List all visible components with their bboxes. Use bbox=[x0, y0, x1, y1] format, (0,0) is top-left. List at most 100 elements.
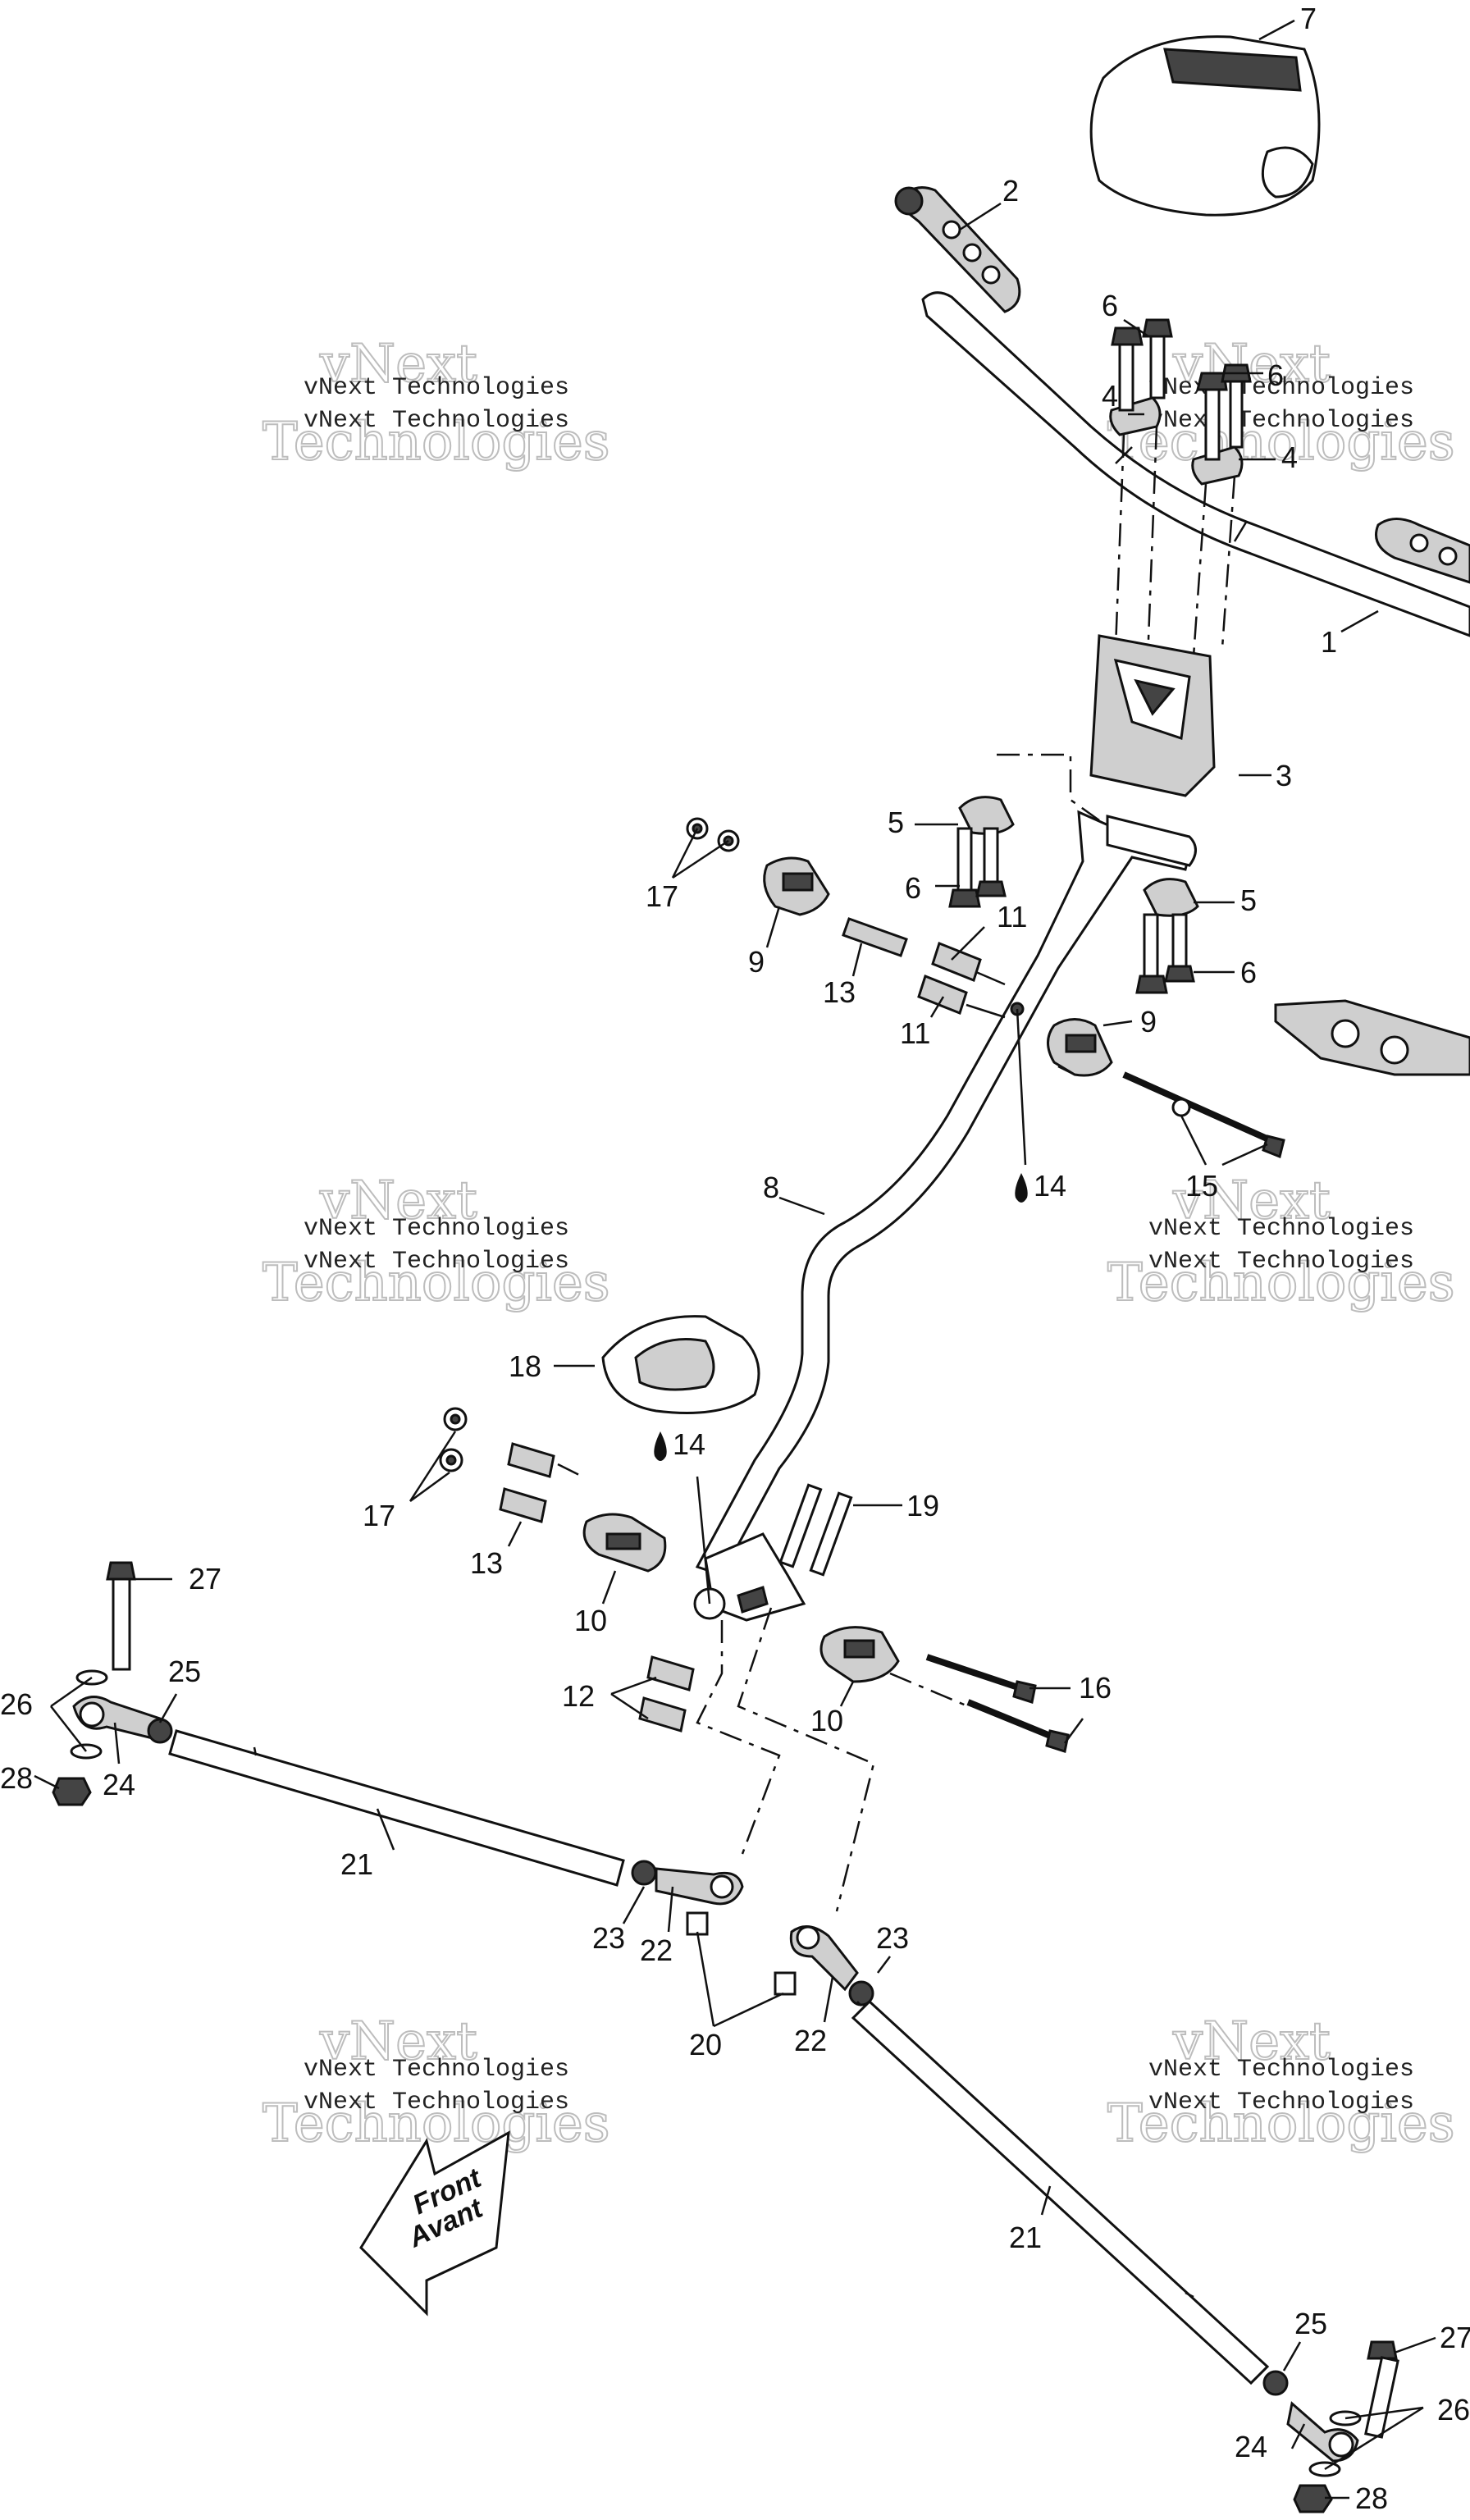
callout-24-right: 24 bbox=[1235, 2430, 1267, 2463]
callout-6-mid-right: 6 bbox=[1240, 956, 1257, 989]
callout-23-left: 23 bbox=[592, 1921, 625, 1955]
svg-text:vNext: vNext bbox=[319, 1171, 477, 1231]
callout-25-right: 25 bbox=[1294, 2307, 1327, 2340]
part-12-bushing-1 bbox=[646, 1655, 695, 1691]
callout-15: 15 bbox=[1185, 1169, 1218, 1203]
callout-4-right: 4 bbox=[1281, 441, 1298, 474]
svg-text:Technologies: Technologies bbox=[1107, 2093, 1455, 2154]
part-12-bushing-2 bbox=[638, 1696, 687, 1732]
callout-9-left: 9 bbox=[748, 945, 765, 979]
part-25-jam-nut-right bbox=[1262, 2370, 1289, 2396]
part-18-cover-plate bbox=[601, 1315, 760, 1414]
part-19-bolt-2 bbox=[809, 1491, 853, 1577]
callout-21-right: 21 bbox=[1009, 2221, 1042, 2254]
callout-6-top-right: 6 bbox=[1267, 358, 1284, 392]
callout-21-left: 21 bbox=[340, 1847, 373, 1881]
part-13-spacer-top bbox=[842, 917, 908, 957]
callout-14-lower: 14 bbox=[673, 1427, 705, 1461]
callout-8: 8 bbox=[763, 1171, 779, 1204]
callout-3: 3 bbox=[1276, 759, 1292, 792]
callout-12: 12 bbox=[562, 1679, 595, 1713]
part-20-spacer-1 bbox=[686, 1911, 709, 1936]
callout-23-right: 23 bbox=[876, 1921, 909, 1955]
part-19-bolt-1 bbox=[778, 1483, 823, 1568]
part-4-upper-clamp-right bbox=[1191, 372, 1244, 486]
part-24-tie-rod-end-left bbox=[72, 1696, 162, 1741]
svg-text:vNext Technologies: vNext Technologies bbox=[304, 1215, 569, 1243]
front-arrow-icon: Front Avant bbox=[359, 2130, 510, 2317]
svg-text:vNext Technologies: vNext Technologies bbox=[304, 1248, 569, 1276]
callout-26-right: 26 bbox=[1437, 2393, 1470, 2426]
part-16-bolt-1 bbox=[925, 1654, 1037, 1704]
part-10-clamp-left bbox=[582, 1513, 667, 1573]
watermark-mid-right: vNext Technologies vNext Technologies vN… bbox=[1107, 1170, 1456, 1314]
svg-text:Technologies: Technologies bbox=[262, 412, 610, 472]
svg-text:Technologies: Technologies bbox=[1107, 1253, 1455, 1313]
part-20-spacer-2 bbox=[774, 1971, 797, 1996]
callout-20: 20 bbox=[689, 2028, 722, 2061]
callout-4-left: 4 bbox=[1102, 379, 1118, 413]
callout-17-lower: 17 bbox=[363, 1499, 395, 1532]
callout-28-left: 28 bbox=[0, 1761, 33, 1795]
svg-text:Technologies: Technologies bbox=[262, 2093, 610, 2154]
svg-text:vNext Technologies: vNext Technologies bbox=[304, 407, 569, 435]
part-23-jam-nut-left-inner bbox=[631, 1860, 657, 1886]
callout-22-right: 22 bbox=[794, 2024, 827, 2057]
svg-text:Technologies: Technologies bbox=[262, 1253, 610, 1313]
svg-text:vNext Technologies: vNext Technologies bbox=[304, 374, 569, 402]
part-27-bolt-right bbox=[1364, 2340, 1399, 2439]
watermark-bottom-right: vNext Technologies vNext Technologies vN… bbox=[1107, 2011, 1456, 2155]
oil-drop-icon bbox=[1015, 1173, 1028, 1203]
part-5-lower-clamp-left bbox=[948, 796, 1015, 908]
part-28-nut-left bbox=[52, 1777, 92, 1806]
callout-6-mid-left: 6 bbox=[905, 871, 921, 905]
part-5-lower-clamp-right bbox=[1135, 878, 1199, 994]
svg-text:vNext Technologies: vNext Technologies bbox=[304, 2056, 569, 2084]
part-21-tie-rod-left bbox=[168, 1729, 625, 1887]
callout-11-bottom: 11 bbox=[900, 1016, 930, 1050]
part-4-upper-clamp-left bbox=[1109, 326, 1162, 436]
part-right-grip bbox=[1375, 518, 1470, 584]
watermark-top-left: vNext Technologies vNext Technologies vN… bbox=[262, 333, 611, 473]
watermark-mid-left: vNext Technologies vNext Technologies vN… bbox=[262, 1170, 611, 1314]
svg-text:vNext Technologies: vNext Technologies bbox=[1148, 2089, 1414, 2116]
part-1-handlebar bbox=[921, 291, 1470, 637]
part-3-riser-block bbox=[1089, 634, 1216, 797]
callout-2: 2 bbox=[1002, 174, 1019, 208]
watermark-top-right: vNext Technologies vNext Technologies vN… bbox=[1107, 333, 1456, 473]
part-13-spacer-lower-2 bbox=[499, 1487, 547, 1523]
callout-6-top-left: 6 bbox=[1102, 289, 1118, 322]
alignment-17-lower bbox=[557, 1463, 583, 1478]
part-16-bolt-2 bbox=[966, 1699, 1070, 1753]
callout-28-right: 28 bbox=[1355, 2481, 1388, 2515]
part-28-nut-right bbox=[1293, 2484, 1333, 2513]
svg-text:vNext Technologies: vNext Technologies bbox=[1148, 374, 1414, 402]
watermark-bottom-left: vNext Technologies vNext Technologies vN… bbox=[262, 2011, 611, 2155]
callout-5-left: 5 bbox=[888, 806, 904, 839]
part-6-bolt-upper-left-2 bbox=[1142, 318, 1173, 399]
part-13-spacer-lower-1 bbox=[507, 1442, 555, 1478]
part-9-bushing-clamp-right bbox=[1047, 1018, 1113, 1077]
callout-27-right: 27 bbox=[1440, 2321, 1470, 2354]
callout-9-right: 9 bbox=[1140, 1005, 1157, 1039]
alignment-lines-lower bbox=[696, 1607, 969, 1912]
callout-10-left: 10 bbox=[574, 1604, 607, 1637]
arrow-11-a bbox=[975, 970, 1006, 986]
part-25-jam-nut-left bbox=[147, 1718, 173, 1744]
callout-16: 16 bbox=[1079, 1671, 1112, 1705]
svg-text:vNext Technologies: vNext Technologies bbox=[1148, 1248, 1414, 1276]
leader-lines bbox=[34, 19, 1436, 2499]
arrow-11-b bbox=[966, 1003, 1006, 1019]
callout-13-lower: 13 bbox=[470, 1546, 503, 1580]
svg-text:vNext Technologies: vNext Technologies bbox=[1148, 407, 1414, 435]
part-17-nut-lower-1 bbox=[443, 1407, 468, 1431]
part-11-bushing-top-2 bbox=[917, 975, 968, 1015]
part-27-bolt-left bbox=[106, 1561, 136, 1671]
callout-27-left: 27 bbox=[189, 1562, 221, 1596]
part-plate-right-edge bbox=[1274, 999, 1470, 1076]
svg-text:vNext: vNext bbox=[1172, 1171, 1331, 1231]
part-11-bushing-top-1 bbox=[931, 942, 982, 982]
callout-13-top: 13 bbox=[823, 975, 856, 1009]
svg-text:vNext Technologies: vNext Technologies bbox=[304, 2089, 569, 2116]
callout-14-top: 14 bbox=[1034, 1169, 1066, 1203]
